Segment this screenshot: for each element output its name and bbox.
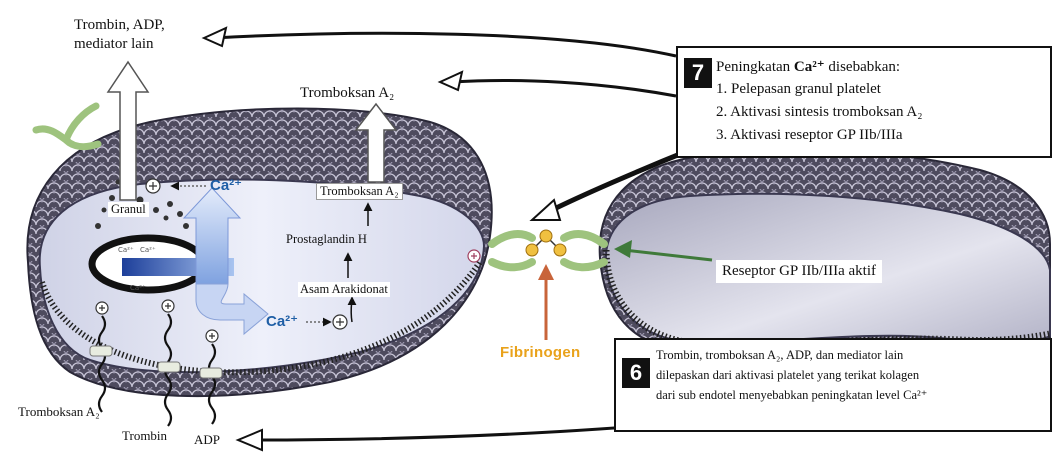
callout-6: 6 Trombin, tromboksan A₂, ADP, dan media… [614,338,1052,432]
label-adp-bottom: ADP [194,432,220,447]
fibrinogen-bridge [492,230,604,267]
arrow-to-thrombin [214,33,676,56]
arrow-to-tromboksan [452,81,676,96]
arrow-to-asam [351,298,352,322]
label-thrombin-adp: Trombin, ADP, mediator lain [74,16,165,54]
label-thrombin-adp-line2: mediator lain [74,35,165,54]
label-ca-store-2: Ca²⁺ [140,246,156,254]
callout-7-badge: 7 [684,58,712,88]
label-thrombin-adp-line1: Trombin, ADP, [74,16,165,35]
callout-7-title: Peningkatan Ca²⁺ disebabkan: [716,58,900,77]
callout-7-item-1: 1. Pelepasan granul platelet [716,80,881,99]
label-prostaglandin: Prostaglandin H [286,232,367,247]
label-fibrinogen: Fibrinogen [500,344,581,361]
label-tromboksan-inner: Tromboksan A₂ [316,183,403,200]
label-asam-arakidonat: Asam Arakidonat [298,282,390,297]
label-ca-lower: Ca²⁺ [266,312,298,330]
callout-7-title-suffix: disebabkan: [825,59,900,75]
callout-6-badge: 6 [622,358,650,388]
receptor-topleft [36,106,98,147]
label-granul: Granul [108,202,149,217]
label-ca-upper: Ca²⁺ [210,176,242,194]
callout-6-line-1: Trombin, tromboksan A₂, ADP, dan mediato… [656,348,903,363]
callout-7-item-2: 2. Aktivasi sintesis tromboksan A₂ [716,103,922,122]
callout-7-title-prefix: Peningkatan [716,59,794,75]
callout-6-line-2: dilepaskan dari aktivasi platelet yang t… [656,368,919,383]
callout-6-line-3: dari sub endotel menyebabkan peningkatan… [656,388,927,403]
platelet-right [600,150,1050,350]
callout-7-item-3: 3. Aktivasi reseptor GP IIb/IIIa [716,126,902,145]
label-trombin-bottom: Trombin [122,428,167,443]
label-reseptor-aktif: Reseptor GP IIb/IIIa aktif [716,260,882,283]
label-ca-store-3: Ca²⁺ [130,284,146,292]
arrow-fibrinogen-head [538,264,554,280]
label-tromboksan-top: Tromboksan A₂ [300,84,394,103]
callout-7: 7 Peningkatan Ca²⁺ disebabkan: 1. Pelepa… [676,46,1052,158]
callout-7-title-bold: Ca²⁺ [794,59,825,75]
label-tromboksan-bottom: Tromboksan A₂ [18,404,100,419]
label-ca-store-1: Ca²⁺ [118,246,134,254]
